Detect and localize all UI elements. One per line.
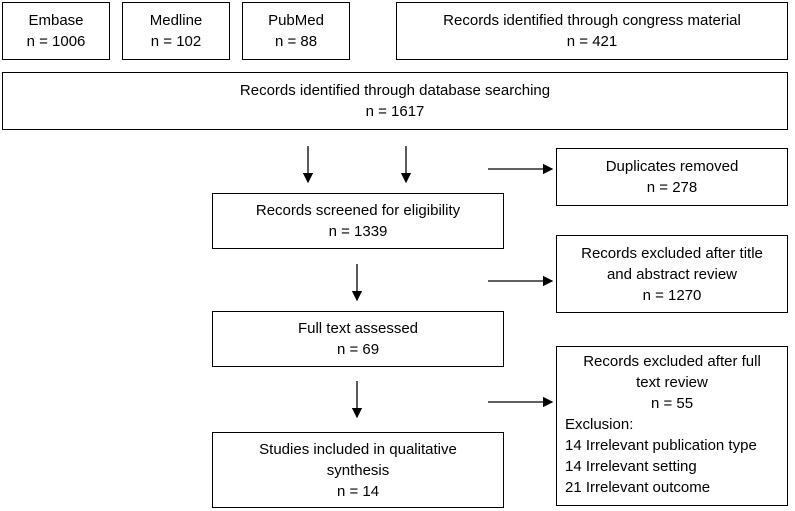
full-text-box: Full text assessed n = 69 [212, 311, 504, 367]
pubmed-count: n = 88 [274, 33, 318, 50]
included-box: Studies included in qualitative synthesi… [212, 432, 504, 508]
screened-label: Records screened for eligibility [255, 202, 461, 219]
full-text-count: n = 69 [336, 341, 380, 358]
congress-label: Records identified through congress mate… [443, 12, 741, 29]
embase-label: Embase [28, 12, 84, 29]
duplicates-box: Duplicates removed n = 278 [556, 148, 788, 206]
embase-box: Embase n = 1006 [2, 2, 110, 60]
medline-count: n = 102 [150, 33, 202, 50]
congress-box: Records identified through congress mate… [396, 2, 788, 60]
screened-box: Records screened for eligibility n = 133… [212, 193, 504, 249]
excluded-full-box: Records excluded after full text review … [556, 346, 788, 506]
excluded-title-count: n = 1270 [642, 286, 702, 304]
exclusion-reason-2: 14 Irrelevant setting [565, 458, 697, 475]
included-line2: synthesis [326, 461, 390, 479]
excluded-full-line2: text review [636, 374, 708, 391]
pubmed-label: PubMed [268, 12, 324, 29]
medline-label: Medline [149, 12, 203, 29]
full-text-label: Full text assessed [297, 320, 419, 337]
embase-count: n = 1006 [26, 33, 86, 50]
included-line1: Studies included in qualitative [259, 440, 457, 458]
database-search-count: n = 1617 [365, 103, 425, 120]
exclusion-reason-3: 21 Irrelevant outcome [565, 479, 711, 496]
congress-count: n = 421 [566, 33, 618, 50]
included-count: n = 14 [336, 482, 380, 500]
database-search-box: Records identified through database sear… [2, 72, 788, 130]
exclusion-reason-1: 14 Irrelevant publication type [565, 437, 757, 454]
exclusion-label: Exclusion: [565, 416, 634, 433]
excluded-title-line2: and abstract review [606, 265, 738, 283]
excluded-full-line1: Records excluded after full [583, 353, 761, 370]
screened-count: n = 1339 [328, 223, 388, 240]
excluded-title-line1: Records excluded after title [581, 244, 763, 262]
duplicates-label: Duplicates removed [605, 158, 739, 175]
pubmed-box: PubMed n = 88 [242, 2, 350, 60]
excluded-full-count: n = 55 [650, 395, 694, 412]
excluded-title-box: Records excluded after title and abstrac… [556, 235, 788, 313]
database-search-label: Records identified through database sear… [239, 82, 551, 99]
medline-box: Medline n = 102 [122, 2, 230, 60]
duplicates-count: n = 278 [646, 179, 698, 196]
